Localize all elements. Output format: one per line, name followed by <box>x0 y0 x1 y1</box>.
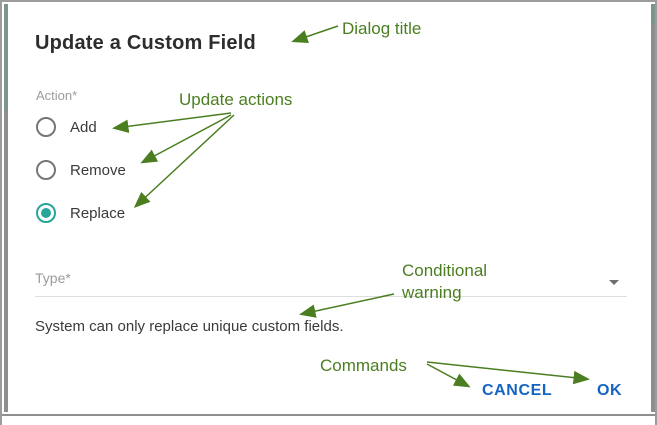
action-group-label: Action* <box>36 88 78 103</box>
page-background-left-edge <box>4 4 8 412</box>
type-select-label: Type* <box>35 270 71 286</box>
conditional-warning-text: System can only replace unique custom fi… <box>35 318 344 335</box>
cancel-button[interactable]: CANCEL <box>482 382 553 399</box>
radio-option-label[interactable]: Replace <box>70 204 126 222</box>
annotation-commands: Commands <box>320 356 407 375</box>
annotation-update-actions: Update actions <box>179 90 293 109</box>
radio-option-add[interactable]: Add <box>36 117 97 137</box>
radio-option-replace[interactable]: Replace <box>26 193 126 233</box>
annotation-conditional-warning: Conditional warning <box>402 261 488 302</box>
page-background-right-edge <box>651 4 655 412</box>
radio-option-label[interactable]: Add <box>70 118 97 136</box>
ok-button[interactable]: OK <box>597 382 623 399</box>
radio-button-icon[interactable] <box>36 117 56 137</box>
radio-button-icon[interactable] <box>36 160 56 180</box>
annotation-dialog-title: Dialog title <box>342 19 422 38</box>
radio-option-label[interactable]: Remove <box>70 161 126 179</box>
radio-selection-halo <box>26 193 66 233</box>
radio-option-remove[interactable]: Remove <box>36 160 126 180</box>
frame-bottom-border <box>2 414 655 416</box>
radio-button-icon[interactable] <box>26 193 66 233</box>
update-custom-field-dialog: Update a Custom Field Action* Add Remove… <box>8 4 649 412</box>
chevron-down-icon[interactable] <box>609 280 619 285</box>
dialog-title: Update a Custom Field <box>35 32 256 54</box>
type-select-field[interactable] <box>35 296 627 297</box>
